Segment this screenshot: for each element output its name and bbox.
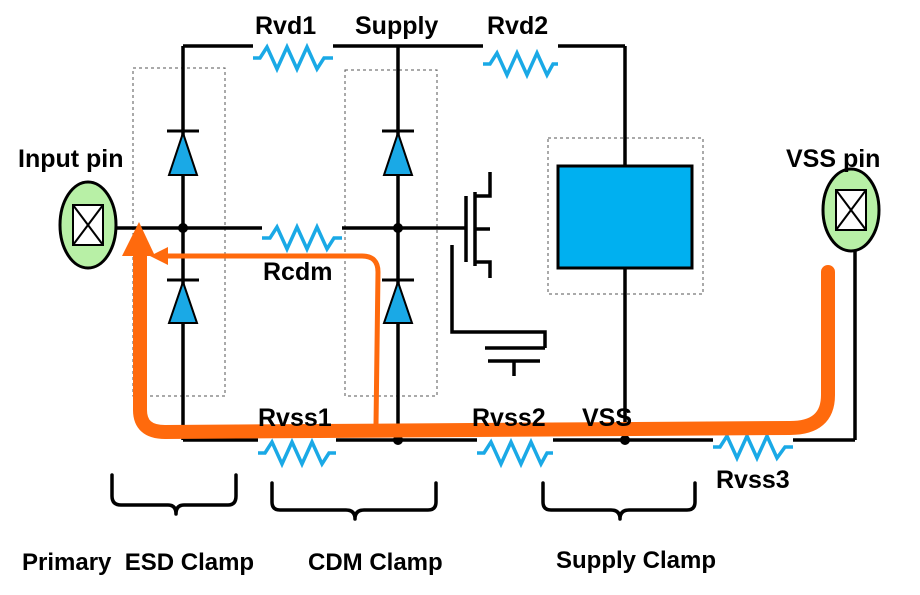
resistor-rcdm xyxy=(262,222,342,254)
esd-discharge-arrowhead xyxy=(122,222,155,256)
label-primary-esd-clamp: Primary ESD Clamp xyxy=(22,549,254,576)
diode-primary-bottom xyxy=(167,278,199,324)
brace-primary-esd-clamp xyxy=(110,473,238,516)
brace-cdm-clamp xyxy=(270,481,438,521)
resistor-rvss1 xyxy=(258,437,336,469)
resistor-rvss2 xyxy=(477,437,553,469)
label-rcdm: Rcdm xyxy=(263,258,332,286)
cdm-clamp-box xyxy=(344,69,438,397)
label-supply-clamp: Supply Clamp xyxy=(556,547,716,574)
label-supply: Supply xyxy=(355,12,438,40)
label-rvd2: Rvd2 xyxy=(487,12,548,40)
resistor-rvd1 xyxy=(253,42,333,74)
label-rvd1: Rvd1 xyxy=(255,12,316,40)
label-vss: VSS xyxy=(582,404,632,432)
cdm-discharge-arrowhead xyxy=(150,247,168,265)
resistor-rvss3 xyxy=(713,431,793,463)
label-rvss3: Rvss3 xyxy=(716,466,790,494)
label-cdm-clamp: CDM Clamp xyxy=(308,549,443,576)
circuit-wires xyxy=(117,44,857,442)
junction-dots xyxy=(178,223,630,445)
supply-clamp-block xyxy=(556,164,694,270)
diode-primary-top xyxy=(167,129,199,176)
resistor-rvd2 xyxy=(483,48,558,80)
label-rvss2: Rvss2 xyxy=(472,404,546,432)
brace-supply-clamp xyxy=(541,481,697,521)
esd-discharge-path xyxy=(133,241,835,439)
label-input-pin: Input pin xyxy=(18,145,124,173)
diode-cdm-top xyxy=(382,129,414,176)
vss-pin-pad xyxy=(821,167,881,253)
input-pin-pad xyxy=(58,180,118,270)
label-vss-pin: VSS pin xyxy=(786,145,880,173)
diode-cdm-bottom xyxy=(382,278,414,324)
cdm-discharge-path xyxy=(163,253,381,428)
label-rvss1: Rvss1 xyxy=(258,404,332,432)
